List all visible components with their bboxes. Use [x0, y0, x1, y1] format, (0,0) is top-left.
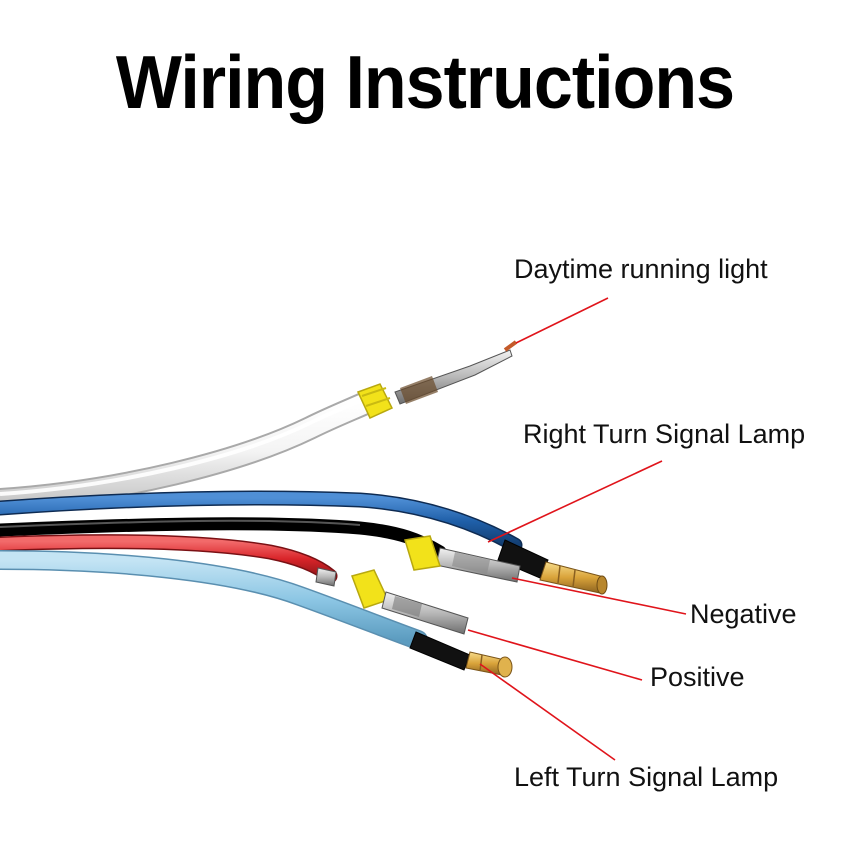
leader-left-turn [479, 663, 616, 761]
positive-terminal [315, 567, 469, 635]
rubber-seal-icon [356, 383, 394, 419]
right-turn-connector [497, 539, 608, 595]
page-title: Wiring Instructions [115, 39, 735, 125]
light-blue-wire [0, 550, 428, 650]
rubber-seal-icon [404, 535, 441, 571]
label-right-turn-signal-lamp: Right Turn Signal Lamp [523, 419, 806, 449]
label-positive: Positive [650, 662, 745, 692]
blue-wire [0, 490, 523, 553]
label-left-turn-signal-lamp: Left Turn Signal Lamp [514, 762, 779, 792]
leader-lines [467, 297, 687, 761]
black-wire [0, 517, 447, 559]
rubber-seal-icon [351, 569, 390, 609]
white-wire-connector [394, 340, 518, 405]
white-wire [0, 390, 380, 512]
label-negative: Negative [690, 599, 797, 629]
leader-positive [467, 629, 643, 681]
label-daytime-running-light: Daytime running light [514, 254, 768, 284]
leader-right-turn [487, 460, 663, 543]
left-turn-connector [409, 631, 513, 678]
leader-negative [511, 577, 687, 615]
leader-daytime [515, 297, 609, 344]
red-wire [0, 534, 338, 584]
negative-terminal [404, 535, 521, 583]
